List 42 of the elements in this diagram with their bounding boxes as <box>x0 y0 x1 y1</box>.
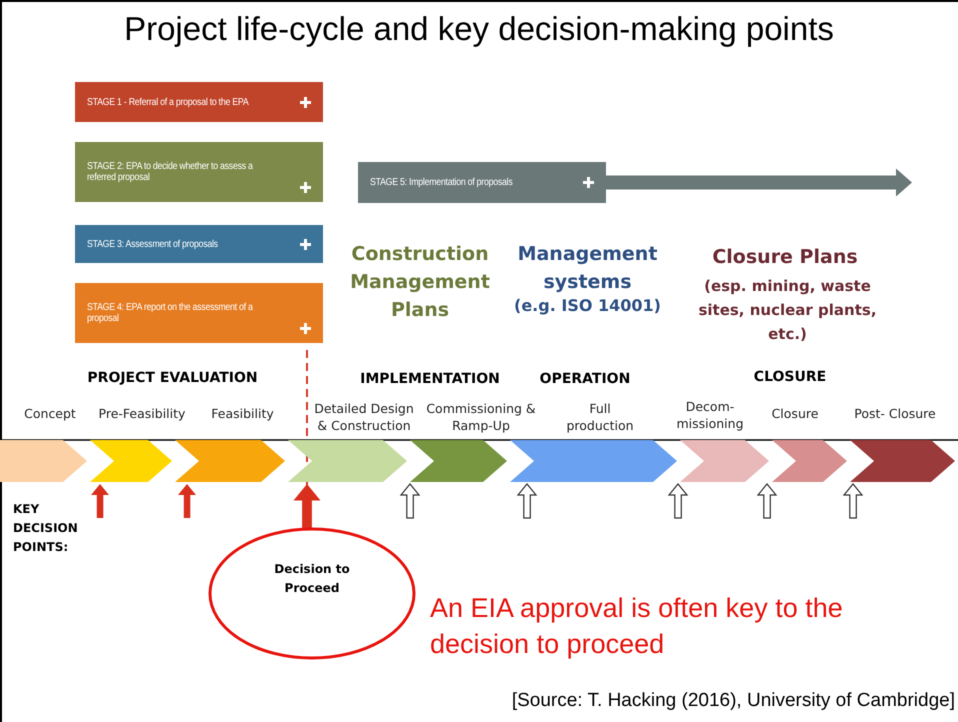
phase-label: Post- Closure <box>853 405 937 422</box>
block-arrow <box>668 483 688 519</box>
decision-label: Decision to Proceed <box>273 561 351 597</box>
phase-label: Pre-Feasibility <box>98 405 186 422</box>
phase-label: Decom- missioning <box>675 398 745 432</box>
phase-heading: IMPLEMENTATION <box>359 371 501 387</box>
title: Project life-cycle and key decision-making points <box>123 10 835 48</box>
phase-heading: PROJECT EVALUATION <box>86 370 259 386</box>
plan-heading: Management systems <box>516 242 658 295</box>
annotation: An EIA approval is often key to the decision to proceed <box>430 592 844 661</box>
plan-note: (esp. mining, waste sites, nuclear plants, etc.) <box>697 276 878 345</box>
block-arrow <box>606 168 912 196</box>
stage-box <box>358 162 606 203</box>
source-note: [Source: T. Hacking (2016), University of Cambridge] <box>510 690 955 712</box>
block-arrow <box>178 484 196 518</box>
stage-label: STAGE 2: EPA to decide whether to assess a referred proposal <box>87 161 254 183</box>
plan-heading: Construction Management Plans <box>349 242 491 323</box>
phase-label: Closure <box>770 405 820 422</box>
stage-label: STAGE 1 - Referral of a proposal to the EPA <box>87 96 248 108</box>
phase-heading: OPERATION <box>538 371 632 387</box>
block-arrow <box>756 483 778 519</box>
plan-heading: Closure Plans <box>711 246 859 268</box>
block-arrow <box>294 484 320 528</box>
phase-label: Full production <box>565 400 635 434</box>
stage-label: STAGE 5: Implementation of proposals <box>370 177 512 188</box>
block-arrow <box>400 483 420 519</box>
plan-note: (e.g. ISO 14001) <box>513 296 662 315</box>
block-arrow <box>842 483 864 519</box>
phase-label: Commissioning & Ramp-Up <box>426 400 536 434</box>
block-arrow <box>516 483 538 519</box>
stage-box <box>75 225 323 263</box>
stage-box <box>75 142 323 202</box>
stage-box <box>75 82 323 122</box>
stage-label: STAGE 4: EPA report on the assessment of a proposal <box>87 302 254 324</box>
stage-box <box>75 283 323 343</box>
block-arrow <box>91 484 109 518</box>
stage-label: STAGE 3: Assessment of proposals <box>87 238 218 250</box>
phase-label: Concept <box>23 405 77 422</box>
row-heading: KEY DECISION POINTS: <box>13 501 79 556</box>
phase-heading: CLOSURE <box>752 369 828 385</box>
phase-label: Feasibility <box>210 405 275 422</box>
phase-label: Detailed Design & Construction <box>313 400 415 434</box>
